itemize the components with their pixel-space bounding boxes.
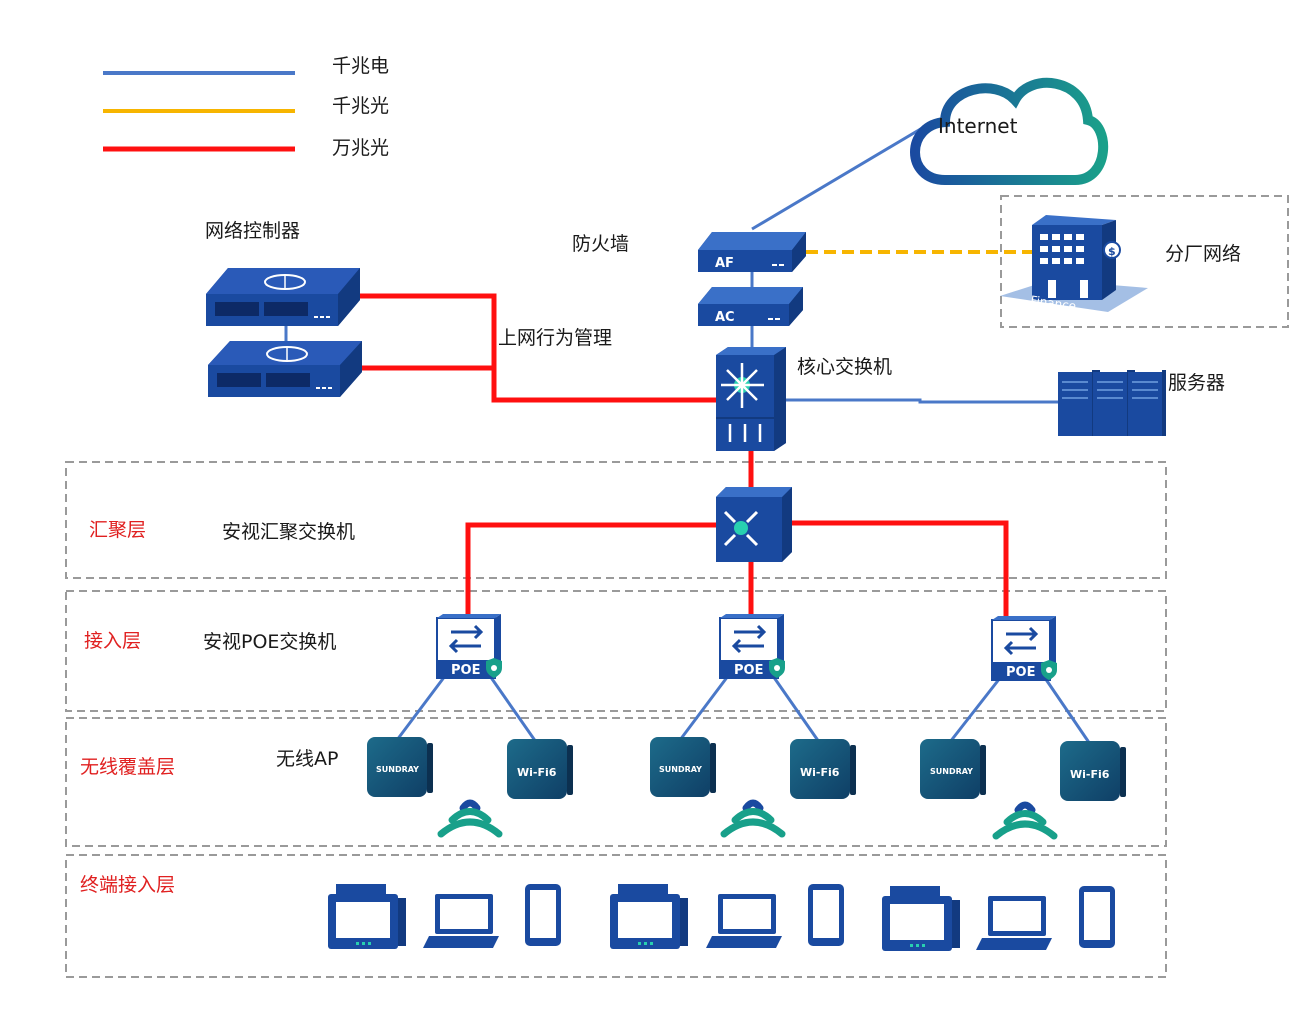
core-switch-device — [716, 347, 786, 451]
layer-label-terminal: 终端接入层 — [80, 874, 175, 896]
aggregation-layer-box — [65, 461, 1167, 579]
poe-switch-2: POE — [719, 614, 785, 679]
legend-label-gigabit-fiber: 千兆光 — [332, 95, 389, 117]
behavior-mgmt-label: 上网行为管理 — [498, 327, 612, 349]
links — [284, 125, 1092, 745]
wireless-layer-box — [65, 717, 1167, 847]
ap-wifi6-2: Wi-Fi6 — [790, 739, 856, 799]
laptop-icon-2 — [706, 894, 782, 948]
firewall-label: 防火墙 — [572, 233, 629, 255]
branch-network-label: 分厂网络 — [1165, 243, 1241, 265]
terminal-layer-box — [65, 854, 1167, 978]
wifi6-label-3: Wi-Fi6 — [1070, 768, 1110, 781]
wifi6-label-2: Wi-Fi6 — [800, 766, 840, 779]
server-label: 服务器 — [1168, 372, 1225, 394]
ap-sundray-1: SUNDRAY — [367, 737, 433, 797]
link-poe2-ap2 — [771, 675, 821, 743]
legend: 千兆电 千兆光 万兆光 — [103, 55, 389, 159]
link-core-server — [786, 398, 1058, 404]
poe-switch-label: 安视POE交换机 — [203, 631, 336, 653]
link-agg-poe1 — [465, 522, 716, 618]
wifi-signal-icon-3 — [992, 801, 1058, 840]
link-poe3-ap1 — [948, 677, 1002, 743]
finance-building-icon: $ Finance — [1000, 215, 1148, 313]
legend-label-10g-fiber: 万兆光 — [332, 137, 389, 159]
ap-sundray-3: SUNDRAY — [920, 739, 986, 799]
phone-icon-2 — [808, 884, 844, 946]
branch-network-box — [1000, 195, 1289, 328]
wifi-signal-icon-1 — [437, 799, 503, 838]
laptop-icon-1 — [423, 894, 499, 948]
layer-label-aggregation: 汇聚层 — [89, 519, 146, 541]
terminal-device-icon-2 — [610, 884, 688, 949]
phone-icon-1 — [525, 884, 561, 946]
internet-cloud-icon: Internet — [910, 77, 1109, 185]
link-poe2-ap1 — [678, 675, 730, 741]
wifi-signal-icon-2 — [720, 799, 786, 838]
link-poe3-ap2 — [1043, 677, 1092, 745]
af-firewall-device: AF — [698, 232, 806, 272]
ap-wifi6-3: Wi-Fi6 — [1060, 741, 1126, 801]
sundray-label-2: SUNDRAY — [659, 765, 702, 774]
sundray-label-3: SUNDRAY — [930, 767, 973, 776]
ap-sundray-2: SUNDRAY — [650, 737, 716, 797]
poe-label-3: POE — [1006, 665, 1035, 680]
network-controller-device-2 — [208, 341, 362, 397]
link-agg-poe3 — [790, 520, 1009, 620]
svg-text:$: $ — [1108, 245, 1116, 258]
sundray-label-1: SUNDRAY — [376, 765, 419, 774]
legend-label-gigabit-copper: 千兆电 — [332, 55, 389, 77]
access-layer-box — [65, 590, 1167, 712]
link-internet-af — [751, 125, 925, 231]
core-switch-label: 核心交换机 — [797, 356, 892, 378]
poe-label-2: POE — [734, 663, 763, 678]
wifi6-label-1: Wi-Fi6 — [517, 766, 557, 779]
phone-icon-3 — [1079, 886, 1115, 948]
link-controller1-core — [360, 293, 716, 403]
link-poe1-ap2 — [488, 675, 538, 743]
aggregation-switch-device — [716, 487, 792, 562]
network-controller-device-1 — [206, 268, 360, 326]
af-label: AF — [715, 256, 734, 271]
wireless-ap-label: 无线AP — [276, 748, 338, 770]
ac-behavior-device: AC — [698, 287, 803, 326]
aggregation-switch-label: 安视汇聚交换机 — [222, 521, 355, 543]
poe-switch-1: POE — [436, 614, 502, 679]
poe-switch-3: POE — [991, 616, 1057, 681]
terminal-device-icon-1 — [328, 884, 406, 949]
terminal-device-icon-3 — [882, 886, 960, 951]
server-rack-icon — [1058, 370, 1166, 436]
layer-label-wireless: 无线覆盖层 — [80, 756, 175, 778]
layer-label-access: 接入层 — [84, 630, 141, 652]
layer-boxes — [65, 195, 1289, 978]
ap-wifi6-1: Wi-Fi6 — [507, 739, 573, 799]
finance-label: Finance — [1030, 293, 1077, 313]
ac-label: AC — [715, 310, 735, 325]
internet-label: Internet — [938, 114, 1018, 138]
poe-label-1: POE — [451, 663, 480, 678]
controller-label: 网络控制器 — [205, 220, 300, 242]
link-poe1-ap1 — [395, 675, 447, 741]
laptop-icon-3 — [976, 896, 1052, 950]
